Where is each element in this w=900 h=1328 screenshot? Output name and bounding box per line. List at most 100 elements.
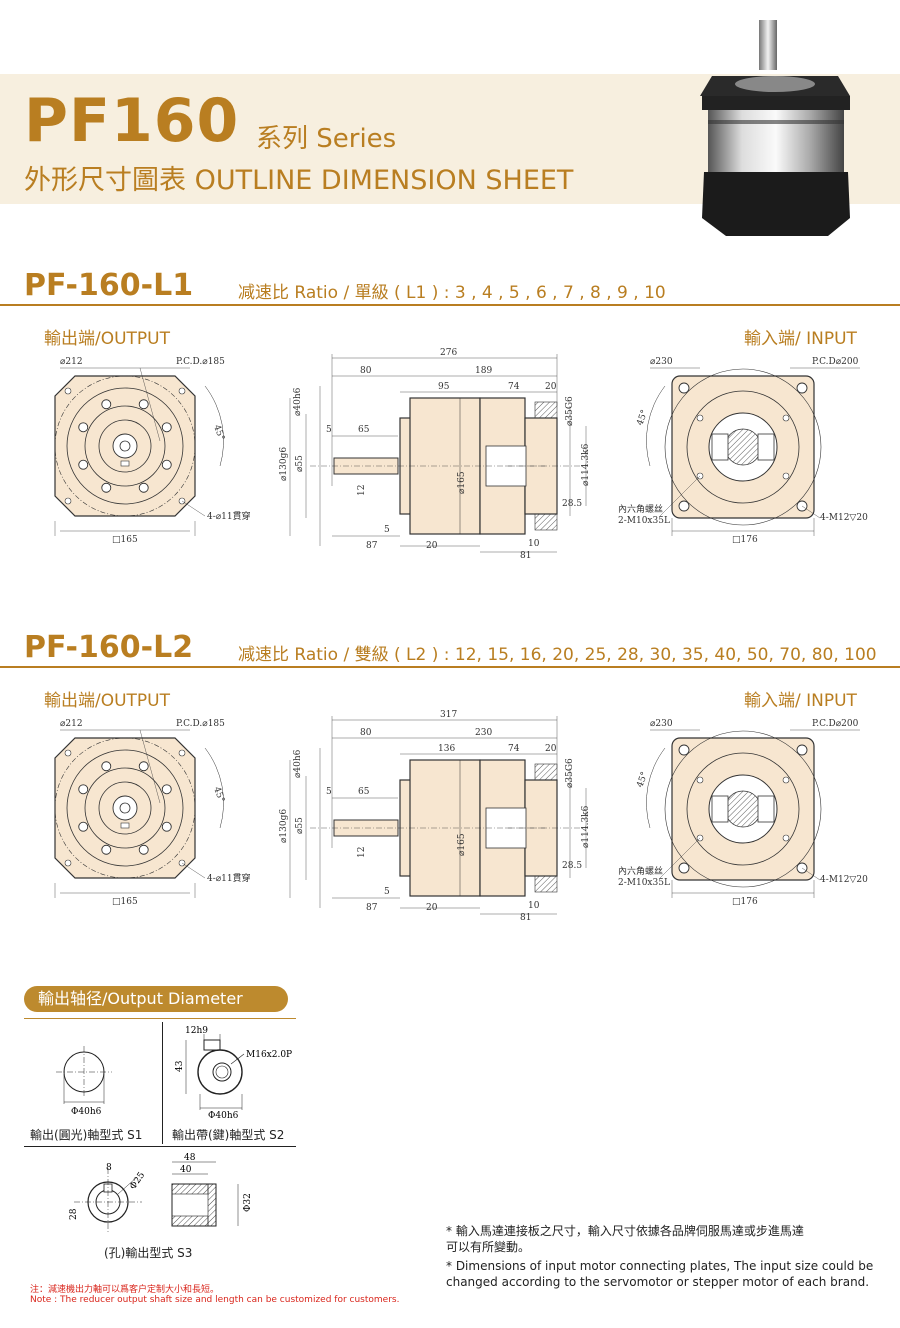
in-pcd: P.C.D⌀200 [812,357,859,367]
bolt-hole [161,422,172,433]
shaft-s1-label: 輸出(圓光)軸型式 S1 [30,1128,143,1142]
model-label: PF-160-L1 [24,268,194,303]
side-81: 81 [520,551,531,561]
bolt-hole [78,821,89,832]
side-12: 12 [357,847,367,858]
in-sq: □176 [732,897,758,907]
bolt-hole [101,761,112,772]
section-rule [0,304,900,306]
in-screw1: 內六角螺丝 [618,865,663,877]
shaft-s2-label: 輸出帶(鍵)軸型式 S2 [172,1128,285,1142]
out-pcd: P.C.D.⌀185 [176,719,225,729]
side-d35: ⌀35G6 [565,758,575,788]
shaft-s3-drawing: 8 Φ25 28 48 40 Φ32 [69,1153,253,1234]
drawing-area: ⌀212 P.C.D.⌀185 45° 4-⌀11貫穿 □165 276 80 … [54,348,868,561]
note-input-cn-2: 可以有所變動。 [446,1240,531,1254]
output-label: 輸出端/OUTPUT [44,691,171,711]
side-10: 10 [528,539,540,549]
s3-48: 48 [184,1153,196,1163]
side-total: 317 [440,710,457,720]
side-20b: 20 [426,903,438,913]
out-d212: ⌀212 [60,357,83,367]
side-d55: ⌀55 [295,455,305,472]
side-189: 189 [475,366,492,376]
in-holes: 4-M12▽20 [820,513,868,523]
s1-dim: Φ40h6 [71,1107,102,1117]
side-d55: ⌀55 [295,817,305,834]
bolt-hole [78,459,89,470]
side-81: 81 [520,913,531,923]
s2-thread: M16x2.0P [246,1050,292,1060]
in-screw2: 2-M10x35L [618,878,670,888]
side-5a: 5 [326,787,332,797]
s3-28: 28 [69,1208,79,1220]
bolt-hole [101,482,112,493]
side-view: 276 80 189 95 74 20 [279,348,591,561]
side-189: 230 [475,728,492,738]
s3-8: 8 [106,1163,112,1173]
drawing-area: ⌀212 P.C.D.⌀185 45° 4-⌀11貫穿 □165 317 80 … [54,710,868,923]
bolt-hole [161,784,172,795]
side-d165: ⌀165 [457,471,467,494]
side-80: 80 [360,366,372,376]
side-d114: ⌀114.3k6 [581,805,591,848]
output-diameter-header: 輸出轴径/Output Diameter [24,986,288,1012]
side-5b: 5 [384,525,390,535]
shaft-s3-label: (孔)輸出型式 S3 [104,1246,193,1260]
side-87: 87 [366,541,378,551]
product-title: PF160 [24,86,240,156]
side-20a: 20 [545,382,557,392]
in-d230: ⌀230 [650,357,673,367]
out-holes: 4-⌀11貫穿 [207,872,251,884]
shaft-divider-mid [24,1146,296,1147]
shaft-divider-vertical [162,1022,163,1144]
model-label: PF-160-L2 [24,630,194,665]
in-d230: ⌀230 [650,719,673,729]
side-74: 74 [508,382,520,392]
side-74: 74 [508,744,520,754]
bolt-hole [161,821,172,832]
side-total: 276 [440,348,457,358]
note-input-en-1: * Dimensions of input motor connecting p… [446,1259,874,1273]
note-input-cn-1: * 輸入馬達連接板之尺寸，輸入尺寸依據各品牌伺服馬達或步進馬達 [446,1224,804,1238]
bolt-hole [78,422,89,433]
bolt-hole [138,761,149,772]
in-sq: □176 [732,535,758,545]
input-label: 輸入端/ INPUT [744,329,857,349]
side-view: 317 80 230 136 74 20 [279,710,591,923]
in-holes: 4-M12▽20 [820,875,868,885]
side-28: 28.5 [562,499,582,509]
side-d40: ⌀40h6 [293,387,303,416]
shaft-s1-drawing: Φ40h6 [56,1046,112,1117]
output-label: 輸出端/OUTPUT [44,329,171,349]
out-pcd: P.C.D.⌀185 [176,357,225,367]
side-5b: 5 [384,887,390,897]
s3-32: Φ32 [243,1193,253,1212]
side-12: 12 [357,485,367,496]
side-d165: ⌀165 [457,833,467,856]
in-pcd: P.C.D⌀200 [812,719,859,729]
side-65: 65 [358,787,370,797]
ratio-label: 减速比 Ratio / 雙級 ( L2 ) : 12, 15, 16, 20, … [238,645,877,665]
side-20a: 20 [545,744,557,754]
bolt-hole [138,399,149,410]
bolt-hole [101,844,112,855]
s3-40: 40 [180,1165,192,1175]
bolt-hole [138,482,149,493]
side-20b: 20 [426,541,438,551]
side-10: 10 [528,901,540,911]
out-sq: □165 [112,897,138,907]
s2-h: 43 [175,1060,185,1072]
side-d114: ⌀114.3k6 [581,443,591,486]
input-label: 輸入端/ INPUT [744,691,857,711]
side-80: 80 [360,728,372,738]
note-en-red: Note : The reducer output shaft size and… [30,1295,400,1305]
side-87: 87 [366,903,378,913]
shaft-divider-top [24,1018,296,1019]
s2-key: 12h9 [185,1026,208,1036]
note-input-en-2: changed according to the servomotor or s… [446,1275,870,1289]
bolt-hole [138,844,149,855]
shaft-s2-drawing: 12h9 43 M16x2.0P Φ40h6 [175,1026,292,1121]
in-screw1: 內六角螺丝 [618,503,663,515]
section-rule [0,666,900,668]
